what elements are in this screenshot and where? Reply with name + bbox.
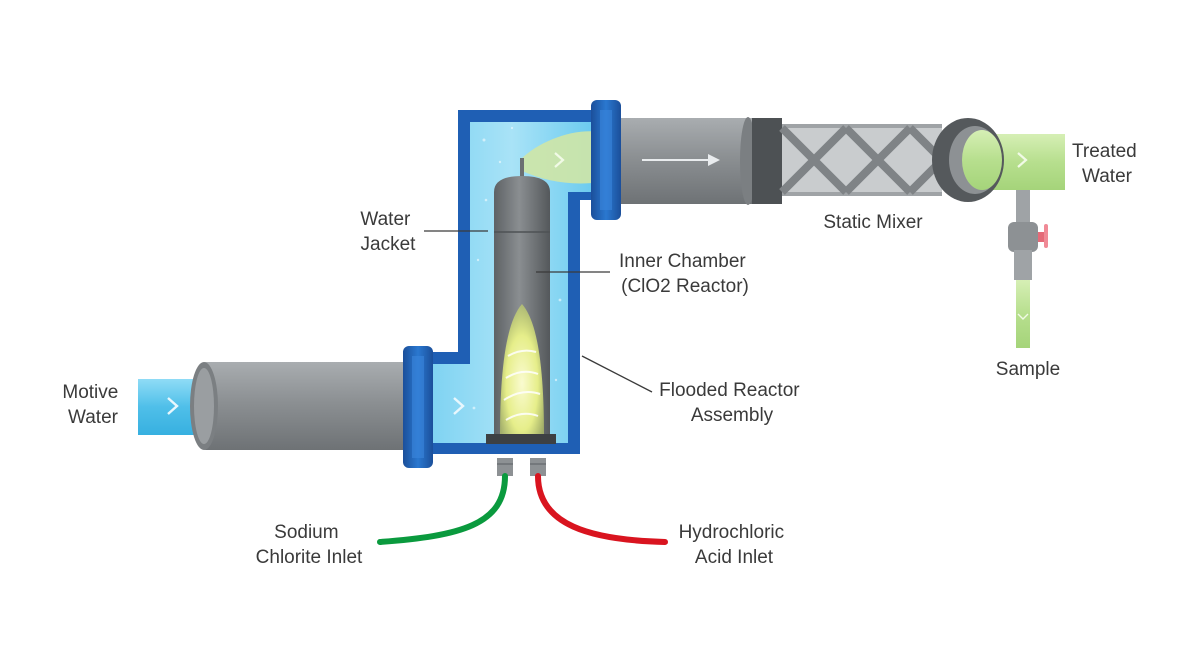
treated-water-label: Treated Water xyxy=(1072,141,1142,187)
valve-icon xyxy=(1038,224,1048,248)
sample-line xyxy=(1008,190,1038,348)
sample-label: Sample xyxy=(996,359,1060,380)
inner-chamber xyxy=(486,158,556,444)
outlet-collar xyxy=(932,118,1004,202)
static-mixer xyxy=(779,124,948,196)
hydrochloric-acid-line xyxy=(535,473,668,545)
outlet-pipe xyxy=(600,117,782,205)
inlet-pipe xyxy=(190,362,420,450)
sodium-chlorite-label: Sodium Chlorite Inlet xyxy=(256,522,363,568)
inner-chamber-label: Inner Chamber (ClO2 Reactor) xyxy=(619,251,751,297)
sodium-chlorite-line xyxy=(377,473,508,545)
chevron-right-icon xyxy=(167,397,179,415)
inlet-fittings xyxy=(497,458,546,476)
water-jacket-label: Water Jacket xyxy=(360,209,416,255)
leader-flooded-reactor xyxy=(581,355,653,393)
reactor-glow xyxy=(500,304,544,436)
flooded-reactor-label: Flooded Reactor Assembly xyxy=(659,380,805,426)
static-mixer-label: Static Mixer xyxy=(823,212,923,233)
outlet-flange xyxy=(591,100,621,220)
motive-water-label: Motive Water xyxy=(62,382,123,428)
arrow-right-icon xyxy=(642,154,720,166)
chevron-right-icon xyxy=(453,397,465,415)
chevron-right-icon xyxy=(1017,152,1028,168)
hydrochloric-acid-label: Hydrochloric Acid Inlet xyxy=(679,522,790,568)
chevron-right-icon xyxy=(554,152,565,168)
inlet-flange xyxy=(403,346,433,468)
